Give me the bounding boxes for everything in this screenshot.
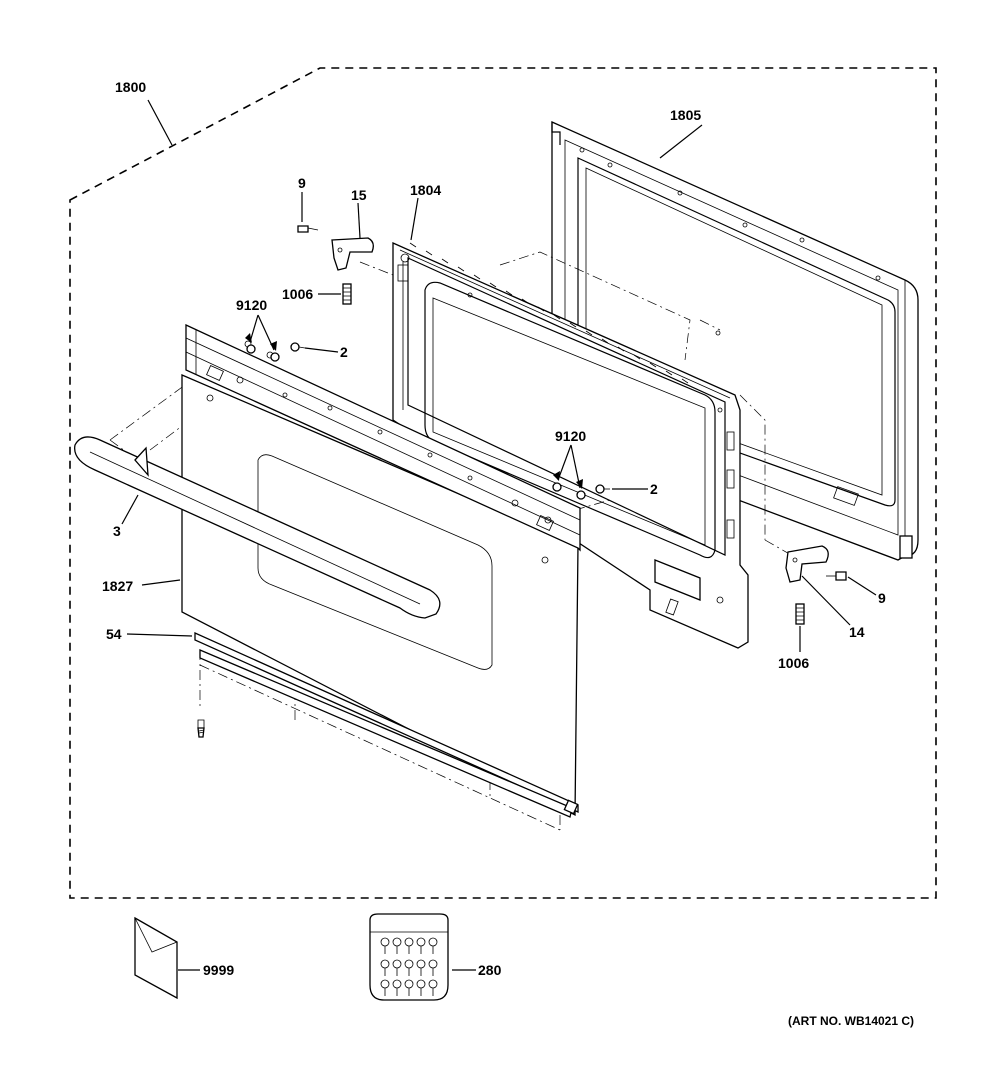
callout-15: 15 bbox=[351, 187, 367, 203]
callout-9120-left: 9120 bbox=[236, 297, 267, 313]
callout-280: 280 bbox=[478, 962, 502, 978]
bottom-trim bbox=[194, 631, 579, 818]
callout-14: 14 bbox=[849, 624, 865, 640]
callout-1805: 1805 bbox=[670, 107, 701, 123]
callout-9-left: 9 bbox=[298, 175, 306, 191]
callout-54: 54 bbox=[106, 626, 122, 642]
callout-3: 3 bbox=[113, 523, 121, 539]
callout-9-right: 9 bbox=[878, 590, 886, 606]
callout-2-left: 2 bbox=[340, 344, 348, 360]
callout-1800: 1800 bbox=[115, 79, 146, 95]
assembly-boundary bbox=[69, 67, 937, 899]
callout-9999: 9999 bbox=[203, 962, 234, 978]
right-hinge-assembly bbox=[785, 545, 847, 625]
hardware-kit-bag-icon bbox=[369, 913, 449, 1001]
left-washers-screws bbox=[246, 342, 306, 362]
callout-labels: 1800 1805 1804 9 15 1006 9120 2 9120 2 3… bbox=[102, 79, 914, 1028]
top-channel bbox=[185, 323, 581, 552]
screw-bottom bbox=[197, 719, 205, 738]
callout-1006-right: 1006 bbox=[778, 655, 809, 671]
callout-2-right: 2 bbox=[650, 481, 658, 497]
art-number: (ART NO. WB14021 C) bbox=[788, 1014, 914, 1028]
literature-envelope-icon bbox=[134, 916, 178, 1000]
callout-1827: 1827 bbox=[102, 578, 133, 594]
right-washers-screws bbox=[552, 482, 610, 500]
callout-1804: 1804 bbox=[410, 182, 441, 198]
callout-1006-left: 1006 bbox=[282, 286, 313, 302]
callout-9120-right: 9120 bbox=[555, 428, 586, 444]
arrowheads bbox=[245, 333, 583, 489]
left-hinge-assembly bbox=[297, 225, 374, 305]
door-handle bbox=[74, 436, 441, 619]
